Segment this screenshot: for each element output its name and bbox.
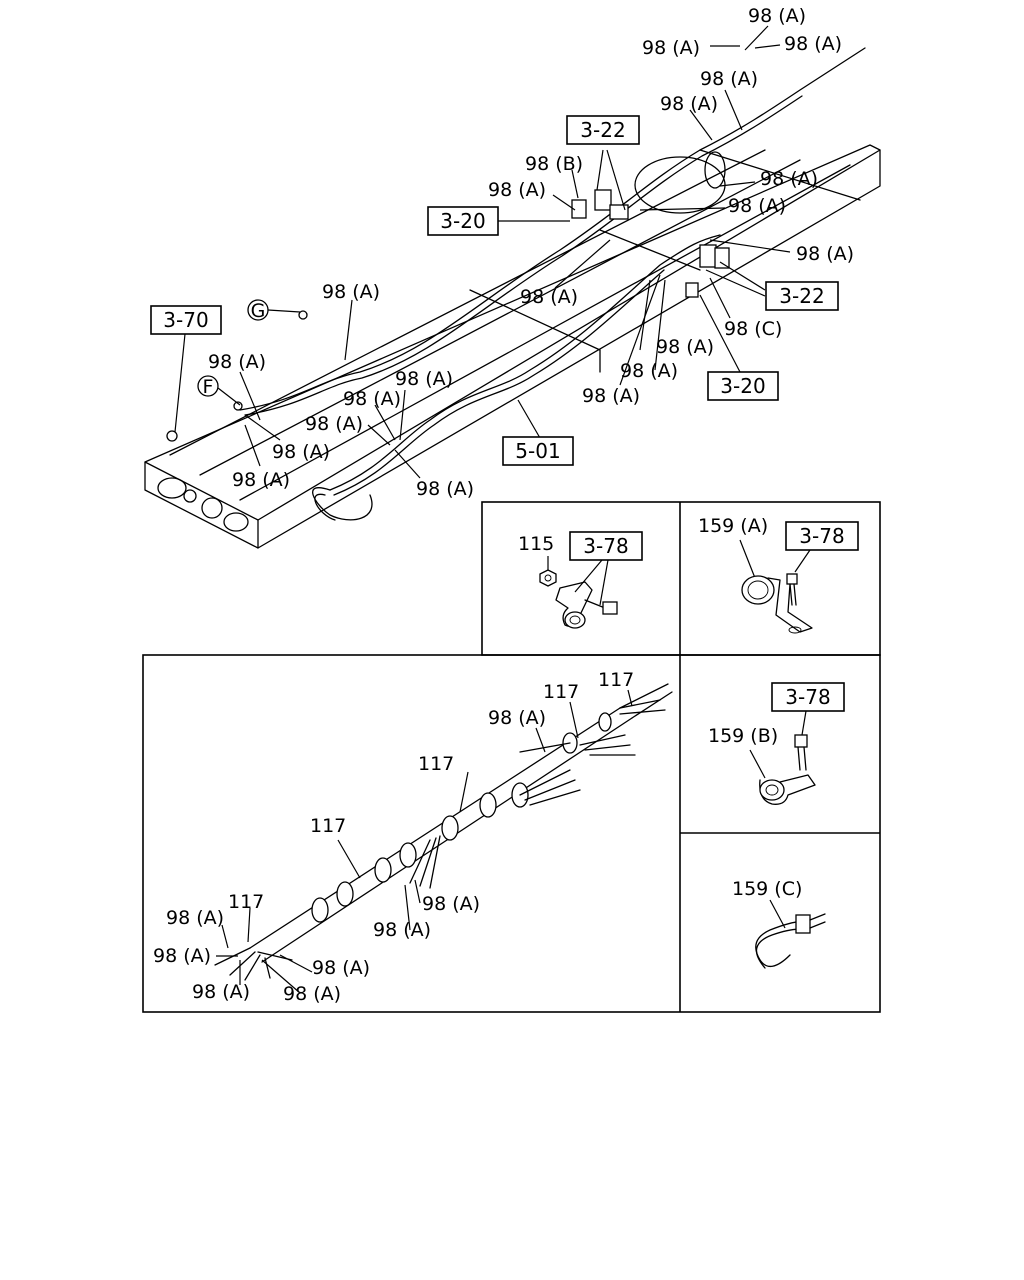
callout-label: 117 [310, 815, 346, 837]
callout-labels: 98 (A) 98 (A) 98 (A) 98 (A) 98 (A) 98 (B… [208, 5, 854, 500]
callout-label: 98 (A) [620, 360, 678, 382]
callout-label: 98 (A) [748, 5, 806, 27]
callout-label: 98 (A) [208, 351, 266, 373]
callout-label: 98 (A) [322, 281, 380, 303]
ref-box-r5: 3-20 [707, 371, 779, 401]
callout-label: 98 (A) [305, 413, 363, 435]
panel-tie-159c: 159 (C) [732, 878, 826, 969]
ref-box-r4: 3-70 [150, 305, 222, 335]
callout-label: 117 [228, 891, 264, 913]
svg-text:3-70: 3-70 [163, 308, 208, 332]
callout-label: 98 (A) [656, 336, 714, 358]
callout-label: 115 [518, 533, 554, 555]
svg-text:3-20: 3-20 [440, 209, 485, 233]
svg-text:5-01: 5-01 [515, 439, 560, 463]
marker-g-text: G [251, 300, 266, 322]
callout-label: 117 [598, 669, 634, 691]
ref-box-r8: 3-78 [799, 524, 844, 548]
callout-label: 98 (A) [700, 68, 758, 90]
callout-label: 98 (C) [724, 318, 782, 340]
callout-label: 98 (A) [520, 286, 578, 308]
marker-g: G [247, 299, 269, 322]
panel-clip-115: 115 3-78 [518, 531, 643, 629]
callout-label: 98 (A) [416, 478, 474, 500]
callout-label: 98 (A) [166, 907, 224, 929]
callout-label: 98 (A) [642, 37, 700, 59]
callout-label: 98 (A) [283, 983, 341, 1005]
marker-f-text: F [203, 376, 214, 398]
callout-label: 98 (A) [728, 195, 786, 217]
svg-text:3-20: 3-20 [720, 374, 765, 398]
panel-clamp-159b: 3-78 159 (B) [708, 682, 845, 805]
callout-label: 98 (A) [395, 368, 453, 390]
callout-label: 159 (A) [698, 515, 768, 537]
callout-label: 98 (A) [312, 957, 370, 979]
callout-label: 98 (A) [192, 981, 250, 1003]
callout-label: 98 (A) [582, 385, 640, 407]
detail-panels-frame [142, 501, 881, 1013]
panel-clamp-159a: 159 (A) 3-78 [698, 515, 859, 634]
svg-text:3-22: 3-22 [779, 284, 824, 308]
callout-label: 98 (B) [525, 153, 583, 175]
ref-box-r9: 3-78 [785, 685, 830, 709]
callout-label: 98 (A) [760, 168, 818, 190]
callout-label: 98 (A) [232, 469, 290, 491]
callout-label: 98 (A) [784, 33, 842, 55]
callout-label: 117 [543, 681, 579, 703]
callout-label: 98 (A) [488, 179, 546, 201]
callout-label: 98 (A) [660, 93, 718, 115]
callout-label: 98 (A) [488, 707, 546, 729]
callout-label: 98 (A) [343, 388, 401, 410]
callout-label: 159 (B) [708, 725, 778, 747]
callout-label: 98 (A) [272, 441, 330, 463]
callout-label: 98 (A) [153, 945, 211, 967]
leader-lines [174, 25, 791, 479]
callout-label: 117 [418, 753, 454, 775]
callout-label: 98 (A) [796, 243, 854, 265]
callout-label: 98 (A) [373, 919, 431, 941]
svg-text:3-22: 3-22 [580, 118, 625, 142]
ref-box-r1: 3-22 [566, 115, 640, 145]
frame-assembly [144, 47, 881, 549]
panel-harness-detail: 117 117 117 117 117 98 (A) 98 (A) 98 (A)… [153, 669, 673, 1005]
callout-label: 159 (C) [732, 878, 802, 900]
marker-f: F [197, 375, 219, 398]
ref-box-r6: 5-01 [502, 436, 574, 466]
ref-box-r3: 3-22 [765, 281, 839, 311]
ref-box-r7: 3-78 [583, 534, 628, 558]
ref-box-r2: 3-20 [427, 206, 499, 236]
callout-label: 98 (A) [422, 893, 480, 915]
